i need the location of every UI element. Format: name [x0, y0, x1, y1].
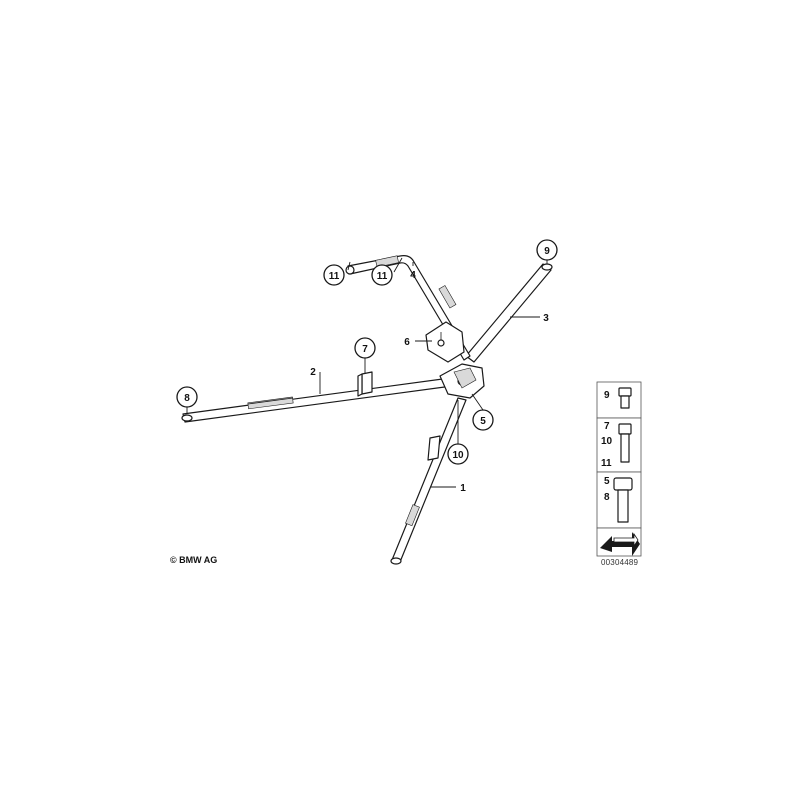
direction-arrow-icon [600, 532, 640, 556]
callout-9: 9 [536, 239, 558, 261]
bracket-part-6 [425, 321, 465, 363]
callout-8: 8 [176, 386, 198, 408]
callout-11a-label: 11 [329, 271, 340, 282]
clip-part-7 [357, 371, 373, 397]
bolt-medium-icon [618, 423, 632, 463]
copyright-text: © BMW AG [170, 555, 218, 565]
bolt-small-icon [618, 387, 632, 409]
label-1: 1 [460, 483, 466, 494]
callout-10: 10 [447, 443, 469, 465]
leader-lines [186, 257, 548, 488]
label-3: 3 [543, 313, 549, 324]
callout-11a: 11 [323, 264, 345, 286]
callout-11b-label: 11 [377, 271, 388, 282]
label-4: 4 [410, 270, 416, 281]
legend-row2-num1: 7 [604, 421, 610, 432]
legend-row2-num2: 10 [601, 436, 613, 447]
callout-7-label: 7 [362, 344, 368, 355]
clip-part-10 [427, 435, 441, 461]
callout-11b: 11 [371, 264, 393, 286]
strut-part-3 [465, 263, 553, 363]
bolt-large-icon [613, 477, 633, 523]
callout-8-label: 8 [184, 393, 190, 404]
fastener-legend: 9 7 10 11 5 8 [596, 381, 642, 557]
drawing-number: 00304489 [601, 558, 639, 567]
legend-row1-num1: 9 [604, 390, 610, 401]
strut-part-2 [181, 377, 453, 423]
central-bracket [439, 363, 485, 399]
legend-row3-num1: 5 [604, 476, 610, 487]
callout-9-label: 9 [544, 246, 550, 257]
label-6: 6 [404, 337, 410, 348]
legend-row3-num2: 8 [604, 492, 610, 503]
legend-row2-num3: 11 [601, 458, 612, 469]
callout-5: 5 [472, 409, 494, 431]
callout-10-label: 10 [452, 450, 464, 461]
callout-7: 7 [354, 337, 376, 359]
strut-part-1 [390, 397, 467, 565]
label-2: 2 [310, 367, 316, 378]
callout-5-label: 5 [480, 416, 486, 427]
